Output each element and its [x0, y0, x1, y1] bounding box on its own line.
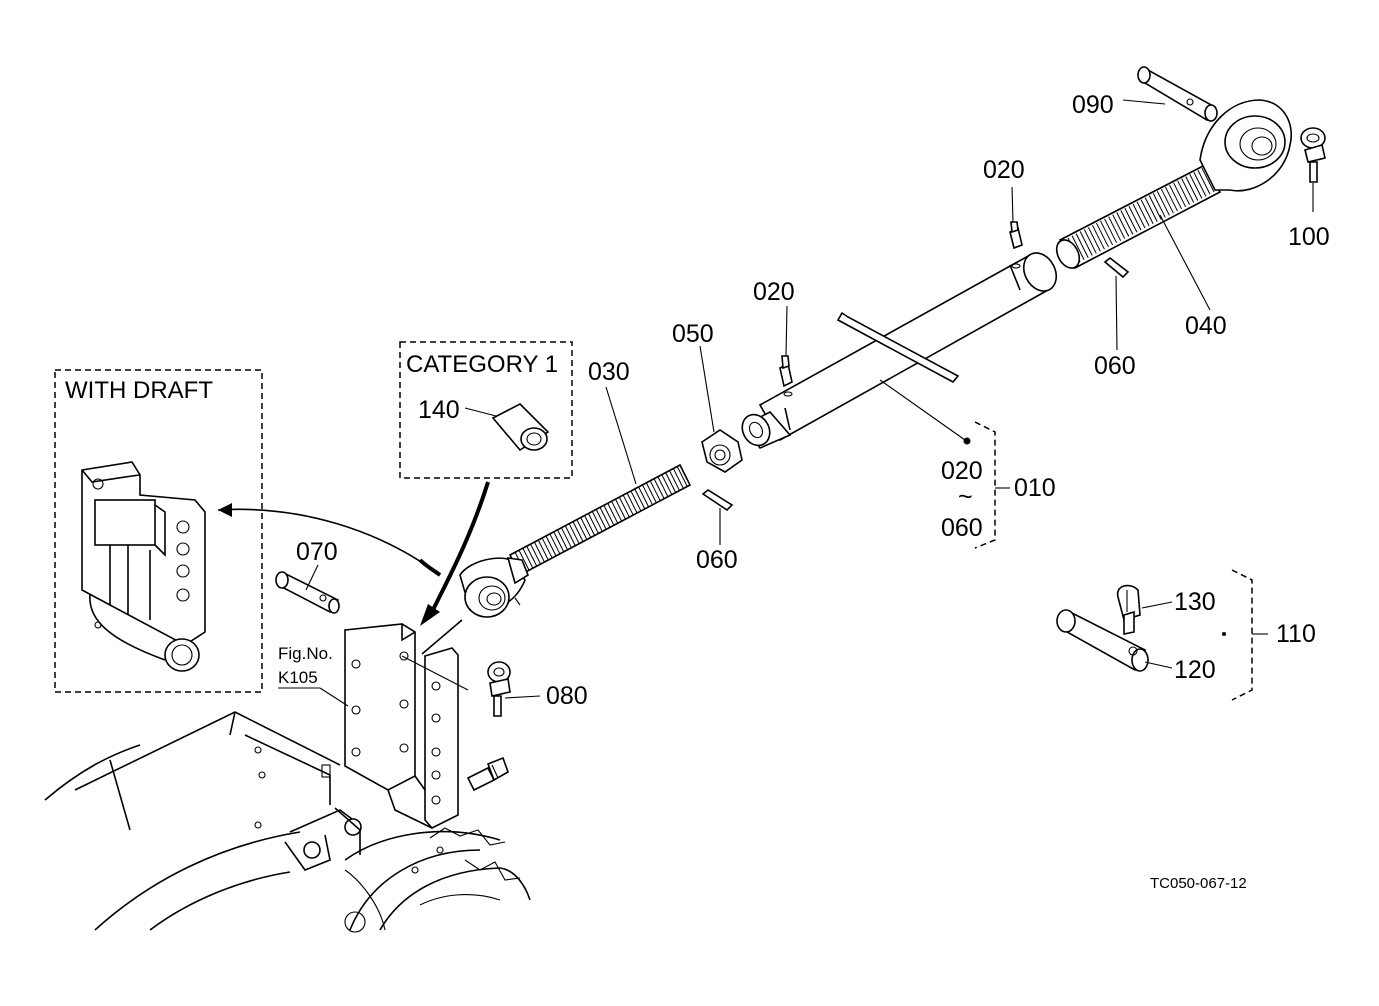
top-link-bracket-drawing [344, 623, 459, 829]
lock-pin-130-drawing [1116, 584, 1141, 635]
callout-030: 030 [588, 358, 630, 386]
callout-070: 070 [296, 538, 338, 566]
main-tube-010-drawing [741, 252, 1058, 450]
callout-050: 050 [672, 320, 714, 348]
callout-010: 010 [1014, 474, 1056, 502]
lynch-pin-100-drawing [1300, 127, 1326, 183]
with-draft-box [54, 369, 263, 693]
drawing-code: TC050-067-12 [1150, 875, 1247, 892]
pin-070-drawing [275, 571, 340, 614]
draft-arrow [217, 508, 441, 576]
callout-080: 080 [546, 682, 588, 710]
callout-020-mid: 020 [753, 278, 795, 306]
callout-090: 090 [1072, 91, 1114, 119]
callout-060-right: 060 [1094, 352, 1136, 380]
grease-nipple-020-mid-drawing [779, 355, 793, 388]
category-box [399, 341, 573, 479]
pin-060-left-drawing [701, 489, 734, 512]
fig-number-label: Fig.No. [278, 644, 333, 663]
callout-060-left: 060 [696, 546, 738, 574]
callout-120: 120 [1174, 656, 1216, 684]
callout-110: 110 [1276, 620, 1316, 648]
range-from-020: 020 [941, 457, 983, 485]
range-to-060: 060 [941, 514, 983, 542]
threaded-rod-030-drawing [459, 463, 692, 618]
lynch-pin-080-drawing [487, 661, 511, 717]
tractor-housing-drawing [44, 711, 531, 933]
callout-130: 130 [1174, 588, 1216, 616]
nut-050-drawing [701, 429, 743, 473]
bracket-bolt-drawing [466, 756, 509, 792]
callout-040: 040 [1185, 312, 1227, 340]
range-tilde: ~ [958, 483, 973, 511]
pin-090-drawing [1137, 66, 1218, 122]
pin-060-right-drawing [1103, 256, 1130, 279]
callout-140: 140 [418, 396, 460, 424]
bushing-140-drawing [491, 403, 550, 452]
callout-100: 100 [1288, 223, 1330, 251]
fig-number-value: K105 [278, 668, 318, 687]
grease-nipple-020-top-drawing [1009, 221, 1023, 250]
callout-020-top: 020 [983, 156, 1025, 184]
with-draft-title: WITH DRAFT [65, 377, 213, 404]
category-arrow [430, 481, 490, 613]
pin-120-drawing [1056, 609, 1149, 672]
draft-bracket-drawing [81, 461, 206, 672]
category-title: CATEGORY 1 [406, 351, 558, 378]
threaded-rod-040-drawing [1055, 99, 1292, 270]
